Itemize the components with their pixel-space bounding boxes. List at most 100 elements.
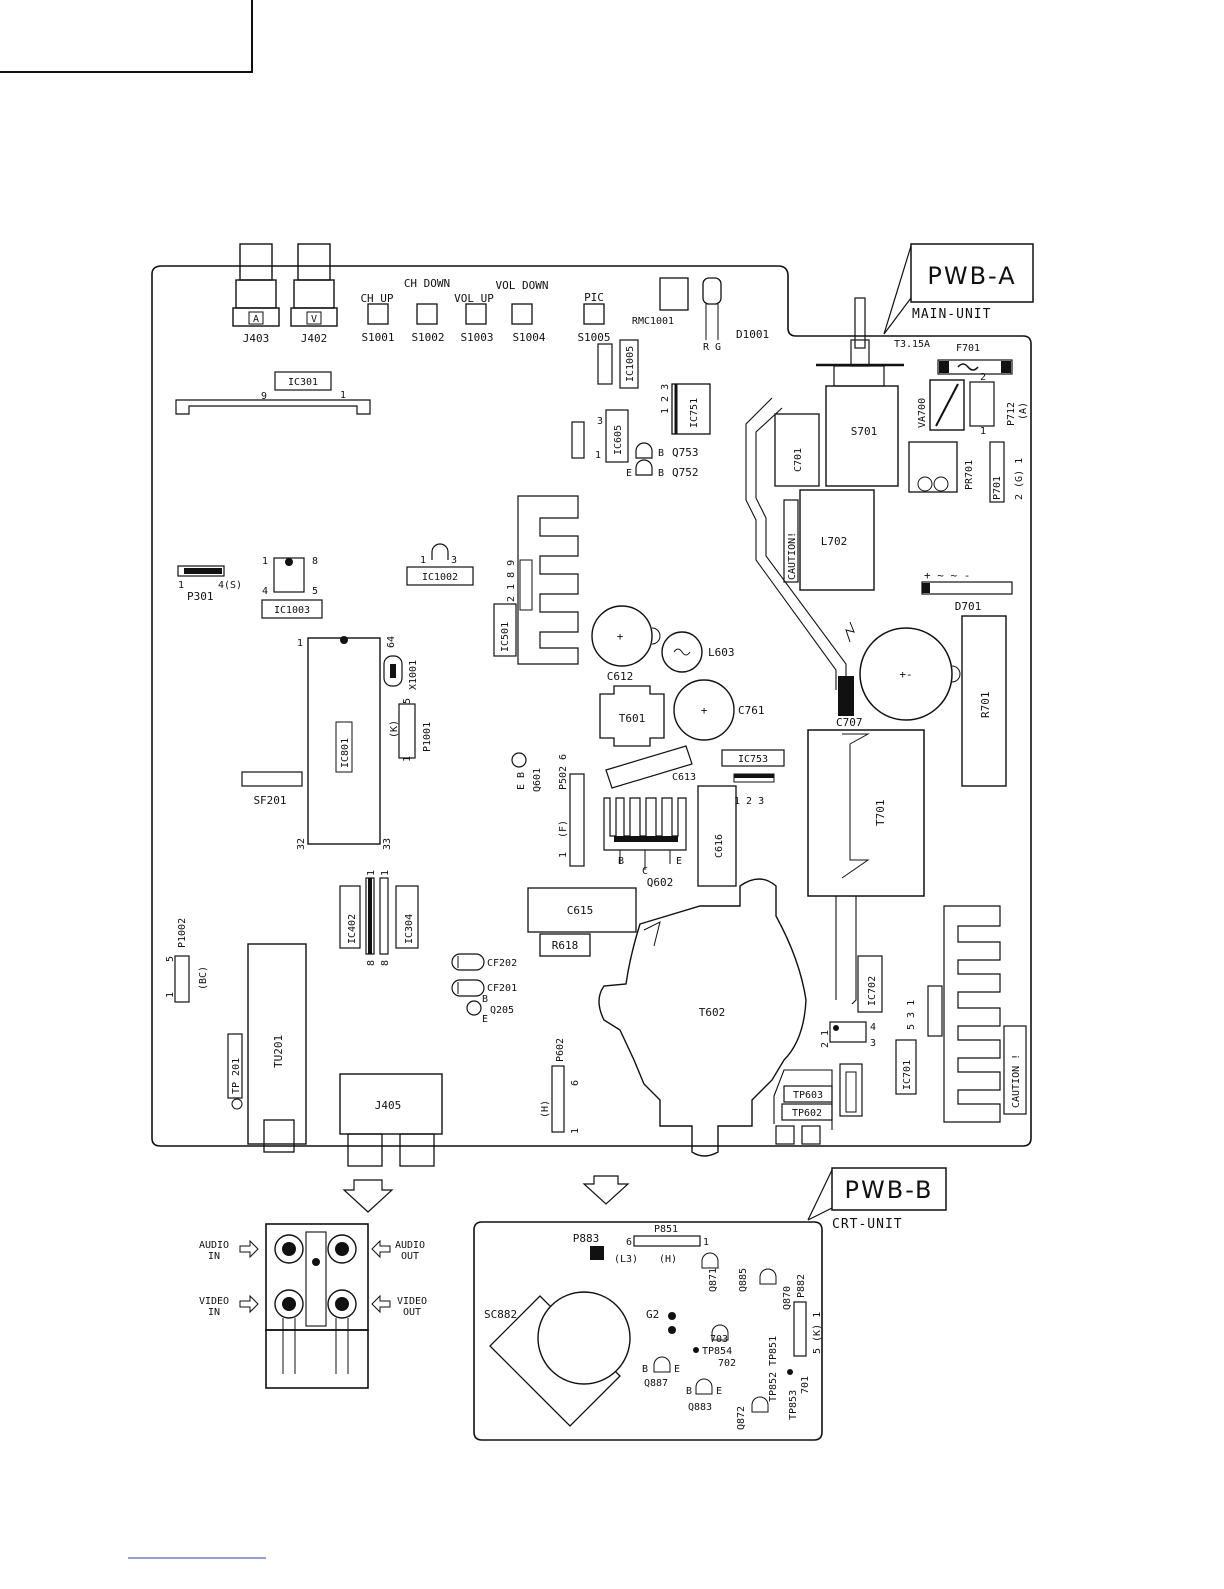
- j405-connector: J405: [339, 1073, 443, 1167]
- primary-isolation-outline: [745, 397, 847, 690]
- q601-eb-label: E B: [516, 772, 527, 790]
- ic301-label: IC301: [288, 377, 318, 388]
- q602-e-label: E: [676, 856, 682, 867]
- p851-p1-label: 1: [703, 1237, 709, 1248]
- b-label: B: [642, 1364, 648, 1375]
- d701-bridge: + ~ ~ - D701: [921, 569, 1013, 613]
- q601-transistor: E B Q601: [511, 752, 543, 792]
- arrow-left-icon-audio-out: [371, 1239, 391, 1259]
- g2-label: G2: [646, 1308, 659, 1321]
- q205-e-label: E: [482, 1014, 488, 1025]
- arrow-down-icon-1: [342, 1179, 394, 1213]
- f701-label: F701: [956, 343, 980, 354]
- tu201-tuner: TU201: [247, 943, 307, 1153]
- q871-label: Q871: [708, 1268, 719, 1292]
- ic801-p33-label: 33: [382, 838, 393, 850]
- p883-l3-label: (L3): [614, 1254, 638, 1265]
- q752-label: Q752: [672, 466, 699, 479]
- q885-label: Q885: [738, 1268, 749, 1292]
- p712-p1-label: 1: [980, 426, 986, 437]
- ic1005-label: IC1005: [625, 346, 636, 382]
- x1001-crystal: X1001: [383, 655, 419, 690]
- n702-label: 702: [718, 1358, 736, 1369]
- caution-label-1: CAUTION!: [783, 499, 799, 583]
- c707-capacitor: +- C707: [836, 621, 961, 729]
- arrow-down-icon-2: [582, 1175, 630, 1205]
- cf202-label: CF202: [487, 958, 517, 969]
- p712-a-label: (A): [1018, 402, 1029, 420]
- pr701-label: PR701: [964, 460, 975, 490]
- tu201-label: TU201: [272, 1035, 285, 1068]
- p1001-connector: (K) 5 1 P1001: [389, 698, 433, 762]
- ic1002: 1 3 IC1002: [406, 543, 474, 586]
- ic701-pins-label: 5 3 1: [906, 1000, 917, 1030]
- ch-up-label: CH UP: [360, 292, 393, 305]
- tp853-label: TP853: [788, 1390, 799, 1420]
- va700-varistor: VA700: [917, 379, 965, 431]
- ic1003-label: IC1003: [274, 605, 310, 616]
- q205-label: Q205: [490, 1005, 514, 1016]
- pwb-b-title-block: PWB-B CRT-UNIT: [807, 1167, 947, 1232]
- p701-g-label: 2 (G) 1: [1014, 458, 1025, 500]
- ic702-p3-label: 3: [870, 1038, 876, 1049]
- ic1002-pins-label: 1: [420, 555, 426, 566]
- p1002-connector: P1002 5 1 (BC): [165, 918, 209, 1003]
- t601-label: T601: [619, 712, 646, 725]
- ic801-p32-label: 32: [296, 838, 307, 850]
- q870-label: Q870: [782, 1286, 793, 1310]
- arrow-left-icon-video-out: [371, 1294, 391, 1314]
- ic751-label: IC751: [689, 398, 700, 428]
- t602-label: T602: [699, 1006, 726, 1019]
- p301-p4-label: 4(S): [218, 580, 242, 591]
- c701-capacitor: C701: [774, 413, 820, 487]
- pwb-b-components: P883 (L3) P851 6 1 (H) SC882 G2 Q871 Q88…: [484, 1224, 823, 1430]
- q75x-e-label: E: [626, 468, 632, 479]
- q753-q752-transistors: B B E Q753 Q752: [626, 442, 699, 479]
- sf201-filter: SF201: [241, 771, 303, 807]
- p502-f-label: (F): [558, 820, 569, 838]
- test-points-tp603-tp602: TP603 TP602: [775, 1085, 833, 1145]
- p502-label: P502: [558, 766, 569, 790]
- l603-inductor: L603: [661, 631, 735, 673]
- front-panel-switches: CH DOWN VOL DOWN CH UP VOL UP PIC S1001 …: [360, 277, 610, 344]
- sf201-label: SF201: [253, 794, 286, 807]
- ic702-pins-label: 2 1: [820, 1030, 831, 1048]
- q602-label: Q602: [647, 876, 674, 889]
- p301-label: P301: [187, 590, 214, 603]
- l702-choke: L702: [799, 489, 875, 591]
- j402-mark-label: V: [311, 314, 317, 325]
- ic501-pins-label: 2 1 8 9: [506, 560, 517, 602]
- r701-label: R701: [979, 692, 992, 719]
- p602-connector: P602 6 1 (H): [540, 1038, 581, 1134]
- s1005-label: S1005: [577, 331, 610, 344]
- p301-p1-label: 1: [178, 580, 184, 591]
- q602-c-label: C: [642, 866, 648, 877]
- t701-transformer: T701: [807, 729, 925, 897]
- ic605-label: IC605: [613, 425, 624, 455]
- c615-label: C615: [567, 904, 594, 917]
- ic605: IC605 3 1: [571, 409, 629, 463]
- vol-up-label: VOL UP: [454, 292, 494, 305]
- p701-connector: P701 2 (G) 1: [989, 441, 1025, 503]
- c616-capacitor: C616: [697, 785, 737, 887]
- ic801-p1-label: 1: [297, 638, 303, 649]
- c761-capacitor: + C761: [673, 679, 765, 741]
- pwb-a-title: PWB-A: [927, 262, 1016, 290]
- e-label: E: [716, 1386, 722, 1397]
- ic751-pins-label: 1 2 3: [660, 384, 671, 414]
- pin8-label: 8: [366, 960, 377, 966]
- p502-connector: P502 6 (F) 1: [558, 754, 585, 867]
- p301-connector: 1 4(S) P301: [177, 565, 242, 603]
- p701-label: P701: [992, 476, 1003, 500]
- c613-label: C613: [672, 772, 696, 783]
- p882-label: P882: [796, 1274, 807, 1298]
- pic-label: PIC: [584, 291, 604, 304]
- ic753-label: IC753: [738, 754, 768, 765]
- tp854-label: TP854: [702, 1346, 732, 1357]
- r618-label: R618: [552, 939, 579, 952]
- ic1003-p5-label: 5: [312, 586, 318, 597]
